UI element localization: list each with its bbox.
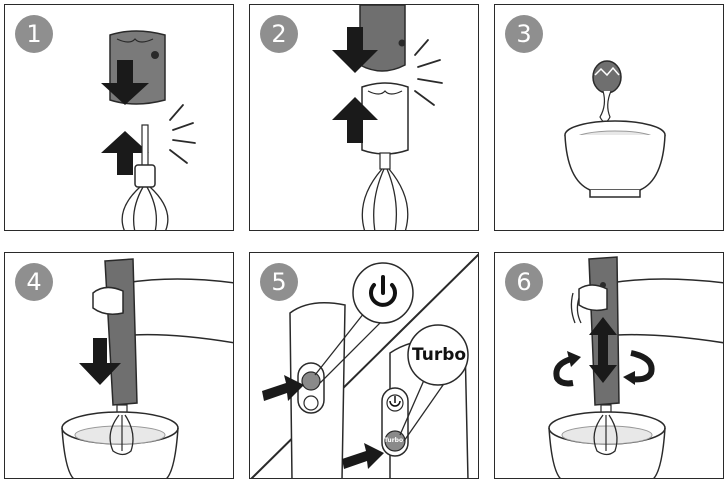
turbo-label: Turbo <box>412 345 466 365</box>
step-4-panel: 4 <box>4 252 234 479</box>
click-lines-icon <box>170 105 195 163</box>
step-4-illustration <box>5 253 234 479</box>
hand-arm <box>125 279 234 343</box>
step-5-panel: 5 Turbo Turbo <box>249 252 479 479</box>
power-button-small <box>302 372 320 390</box>
step-6-panel: 6 <box>494 252 724 479</box>
step-2-illustration <box>250 5 479 231</box>
turbo-small-label: Turbo <box>384 437 403 444</box>
step-6-illustration <box>495 253 724 479</box>
hand-arm <box>610 279 724 343</box>
step-5-illustration <box>250 253 479 479</box>
mixer-body <box>105 259 137 405</box>
step-3-illustration <box>495 5 724 231</box>
step-1-panel: 1 <box>4 4 234 231</box>
step-3-panel: 3 <box>494 4 724 231</box>
step-1-illustration <box>5 5 234 231</box>
arrow-right-icon <box>342 443 384 469</box>
egg-icon <box>593 61 621 93</box>
step-2-panel: 2 <box>249 4 479 231</box>
click-lines-icon <box>415 40 442 105</box>
